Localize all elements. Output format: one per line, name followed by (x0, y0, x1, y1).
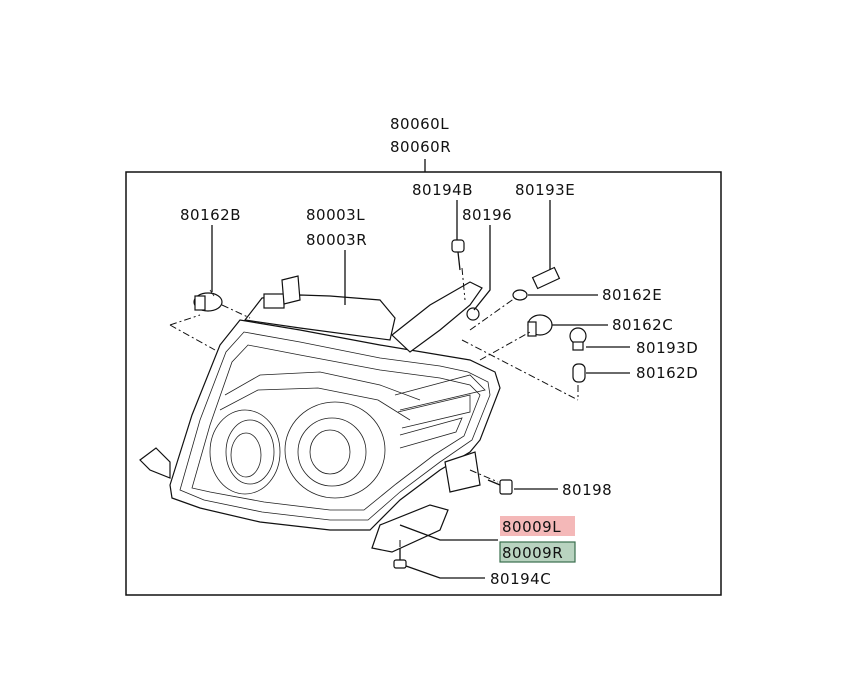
label-80162D: 80162D (636, 364, 698, 382)
low-beam-core (230, 432, 262, 478)
reflector-band-2 (219, 387, 411, 421)
screw-80194c (393, 548, 407, 569)
socket-80193d (569, 327, 587, 351)
label-80194C: 80194C (490, 570, 551, 588)
projector-lens (297, 417, 367, 487)
label-80003R: 80003R (306, 231, 367, 249)
bulb-80162d (572, 363, 586, 383)
label-80060L: 80060L (390, 115, 449, 133)
reflector-band-1 (224, 371, 421, 401)
dash-80194b (461, 267, 466, 301)
label-80162B: 80162B (180, 206, 241, 224)
leader-80194c (405, 565, 485, 579)
indicator-low (399, 417, 463, 449)
diagram-frame (125, 171, 722, 596)
label-80003L: 80003L (306, 206, 365, 224)
dash-80198 (469, 469, 499, 483)
label-80162C: 80162C (612, 316, 673, 334)
dash-80162c (479, 331, 531, 361)
low-beam-ring (209, 409, 281, 495)
label-80162E: 80162E (602, 286, 662, 304)
label-80194B: 80194B (412, 181, 473, 199)
leader-80196 (473, 225, 491, 311)
lens-inner-edge (191, 344, 481, 511)
dash-80162b-right (221, 304, 251, 319)
highlight-80009l (500, 516, 575, 536)
connector-block (444, 451, 481, 493)
indicator-upper (394, 374, 486, 411)
clip-80196 (466, 307, 480, 321)
headlamp-housing (139, 275, 501, 553)
mount-block (263, 293, 285, 309)
low-beam-lens (225, 419, 275, 485)
label-80009R[interactable]: 80009R (502, 544, 563, 562)
dash-80162d (461, 339, 579, 401)
bracket-arm (391, 281, 483, 353)
socket-80193e (531, 266, 561, 290)
projector-core (309, 429, 351, 475)
dash-80162b-down (169, 324, 216, 351)
bulb-80162e (512, 289, 528, 301)
indicator-mid (397, 394, 471, 429)
label-80193E: 80193E (515, 181, 575, 199)
bolt-80198 (487, 479, 513, 495)
dash-80162b-left (169, 314, 201, 326)
projector-ring (284, 401, 386, 499)
bulb-80162b (193, 289, 223, 312)
label-80196: 80196 (462, 206, 512, 224)
left-mount-ear (139, 447, 171, 479)
bulb-80162c (527, 314, 553, 337)
leader-80009 (399, 524, 498, 541)
housing-shell (169, 319, 501, 531)
mount-tab (281, 275, 301, 305)
lens-outline (179, 331, 491, 521)
label-80198: 80198 (562, 481, 612, 499)
screw-80194b (451, 239, 465, 271)
label-80009L[interactable]: 80009L (502, 518, 561, 536)
highlight-80009r (499, 541, 576, 563)
label-80060R: 80060R (390, 138, 451, 156)
dash-80162e (469, 297, 516, 331)
label-80193D: 80193D (636, 339, 698, 357)
